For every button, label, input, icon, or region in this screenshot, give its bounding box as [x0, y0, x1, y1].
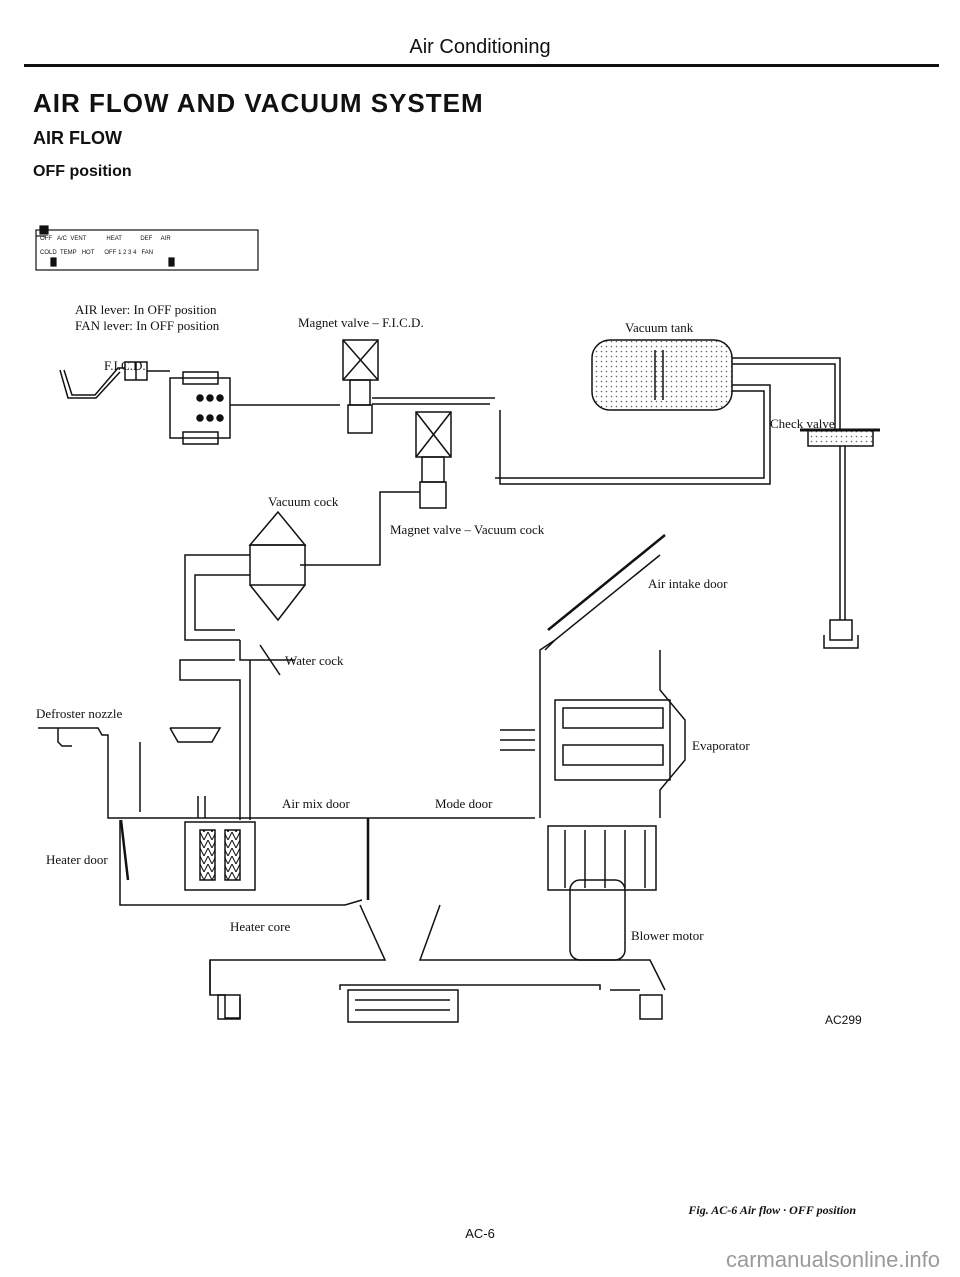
air-mix-door-label: Air mix door	[282, 796, 350, 811]
water-cock-label: Water cock	[285, 653, 344, 668]
ficd-label: F.I.C.D.	[104, 358, 146, 373]
defroster-nozzle	[38, 727, 535, 906]
watermark: carmanualsonline.info	[725, 1247, 940, 1272]
blower-unit	[418, 825, 666, 991]
sub-heading: AIR FLOW	[33, 128, 122, 148]
heater-door-label: Heater door	[46, 852, 108, 867]
heater-core-label: Heater core	[230, 919, 291, 934]
figure-code: AC299	[825, 1013, 862, 1027]
heater-core	[184, 796, 256, 891]
evaporator-housing	[500, 534, 686, 818]
panel-row-2: COLD TEMP HOT OFF 1 2 3 4 FAN	[40, 250, 154, 256]
position-heading: OFF position	[33, 163, 132, 180]
header-rule	[24, 64, 939, 67]
ficd-unit	[59, 361, 340, 445]
defroster-nozzle-label: Defroster nozzle	[36, 706, 123, 721]
floor-outlets	[209, 960, 663, 1023]
air-lever-note: AIR lever: In OFF position	[75, 302, 217, 317]
air-intake-door-label: Air intake door	[648, 576, 728, 591]
vacuum-tank-label: Vacuum tank	[625, 320, 694, 335]
mode-door-label: Mode door	[435, 796, 493, 811]
control-panel	[35, 225, 259, 271]
figure-caption: Fig. AC-6 Air flow · OFF position	[688, 1203, 856, 1217]
magnet-valve-vacuum-cock	[300, 411, 452, 566]
check-valve-label: Check valve	[770, 416, 835, 431]
fan-lever-note: FAN lever: In OFF position	[75, 318, 220, 333]
magnet-valve-ficd	[342, 339, 495, 434]
main-heading: AIR FLOW AND VACUUM SYSTEM	[33, 88, 484, 118]
page-number: AC-6	[465, 1226, 495, 1241]
blower-motor-label: Blower motor	[631, 928, 704, 943]
heater-door-flap	[119, 819, 130, 881]
panel-row-1: OFF A/C VENT HEAT DEF AIR	[40, 236, 171, 242]
check-valve	[800, 428, 880, 649]
magnet-valve-vacuum-cock-label: Magnet valve – Vacuum cock	[390, 522, 545, 537]
vacuum-tank	[495, 339, 841, 485]
vacuum-cock-label: Vacuum cock	[268, 494, 339, 509]
section-title: Air Conditioning	[409, 36, 551, 58]
magnet-valve-ficd-label: Magnet valve – F.I.C.D.	[298, 315, 424, 330]
vacuum-cock	[184, 510, 307, 641]
evaporator-label: Evaporator	[692, 738, 750, 753]
water-cock	[179, 640, 295, 820]
